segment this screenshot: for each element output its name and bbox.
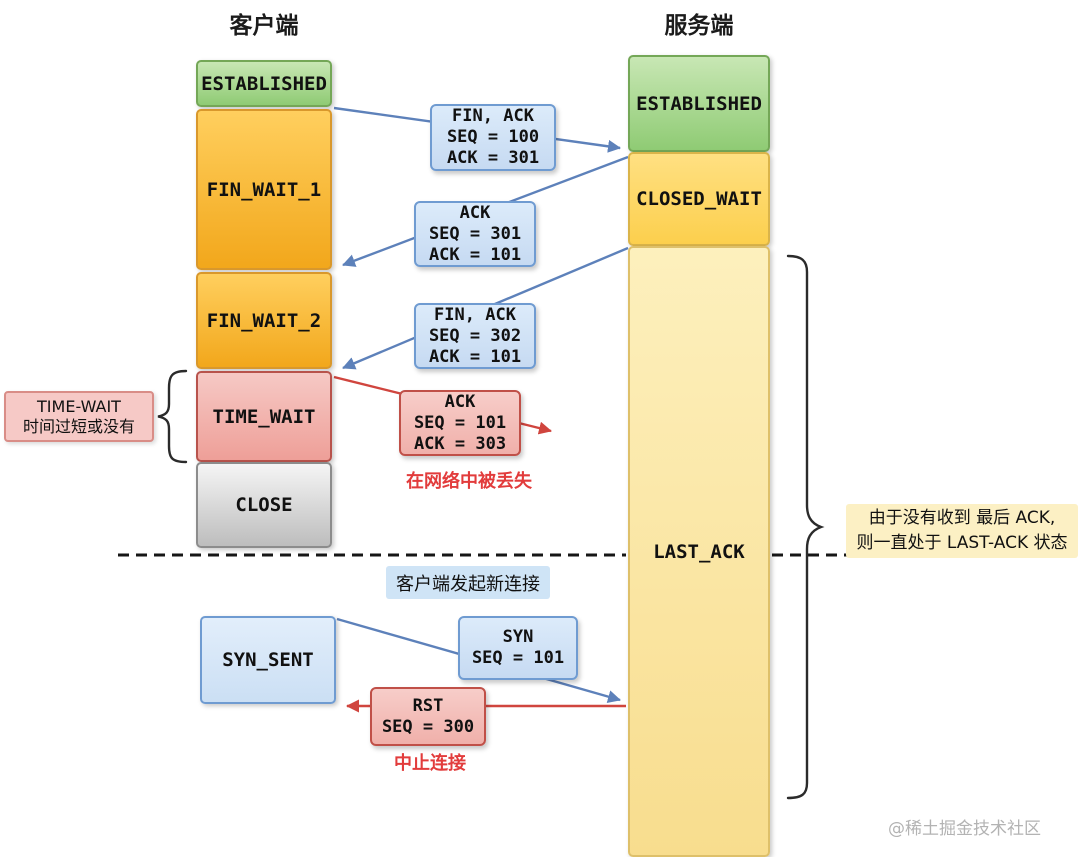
message-line: SEQ = 300 — [381, 716, 475, 737]
client-state-established: ESTABLISHED — [196, 60, 332, 107]
message-line: FIN, ACK — [452, 106, 534, 126]
message-line: ACK = 101 — [428, 346, 522, 367]
message-line: ACK — [459, 202, 491, 223]
message-line: FIN, ACK — [434, 304, 516, 325]
abort-connection-note: 中止连接 — [394, 753, 466, 774]
client-column-title: 客户端 — [229, 13, 299, 39]
message-ack-1: ACK SEQ = 301 ACK = 101 — [414, 201, 536, 267]
message-line: SEQ = 101 — [471, 648, 565, 668]
message-rst: RST SEQ = 300 — [370, 687, 486, 746]
message-line: ACK = 303 — [413, 433, 507, 454]
message-line: ACK = 301 — [446, 148, 540, 168]
message-line: SEQ = 302 — [428, 325, 522, 346]
message-line: SEQ = 301 — [428, 223, 522, 244]
server-state-last-ack: LAST_ACK — [628, 246, 770, 857]
time-wait-note-line1: TIME-WAIT — [37, 396, 121, 416]
client-state-close: CLOSE — [196, 462, 332, 548]
client-state-fin-wait-1: FIN_WAIT_1 — [196, 109, 332, 270]
client-state-fin-wait-2: FIN_WAIT_2 — [196, 272, 332, 369]
message-line: SYN — [502, 627, 534, 647]
message-line: ACK — [444, 391, 476, 412]
client-state-syn-sent: SYN_SENT — [200, 616, 336, 704]
watermark: @稀土掘金技术社区 — [888, 819, 1041, 839]
message-fin-ack-2: FIN, ACK SEQ = 302 ACK = 101 — [414, 303, 536, 369]
message-syn: SYN SEQ = 101 — [458, 616, 578, 680]
server-column-title: 服务端 — [664, 13, 734, 39]
message-line: ACK = 101 — [428, 244, 522, 265]
message-fin-ack-1: FIN, ACK SEQ = 100 ACK = 301 — [430, 104, 556, 171]
lost-in-network-note: 在网络中被丢失 — [406, 471, 532, 492]
last-ack-note: 由于没有收到 最后 ACK, 则一直处于 LAST-ACK 状态 — [846, 504, 1078, 558]
time-wait-brace — [157, 369, 188, 464]
last-ack-brace — [786, 254, 825, 800]
last-ack-note-line1: 由于没有收到 最后 ACK, — [868, 508, 1056, 528]
message-line: SEQ = 101 — [413, 412, 507, 433]
message-line: SEQ = 100 — [446, 127, 540, 147]
time-wait-note: TIME-WAIT 时间过短或没有 — [4, 391, 154, 442]
server-state-closed-wait: CLOSED_WAIT — [628, 152, 770, 246]
client-state-time-wait: TIME_WAIT — [196, 371, 332, 462]
time-wait-note-line2: 时间过短或没有 — [22, 416, 135, 436]
server-state-established: ESTABLISHED — [628, 55, 770, 152]
last-ack-note-line2: 则一直处于 LAST-ACK 状态 — [856, 533, 1068, 553]
message-ack-lost: ACK SEQ = 101 ACK = 303 — [399, 390, 521, 456]
message-line: RST — [412, 695, 444, 716]
new-connection-label: 客户端发起新连接 — [386, 566, 550, 599]
